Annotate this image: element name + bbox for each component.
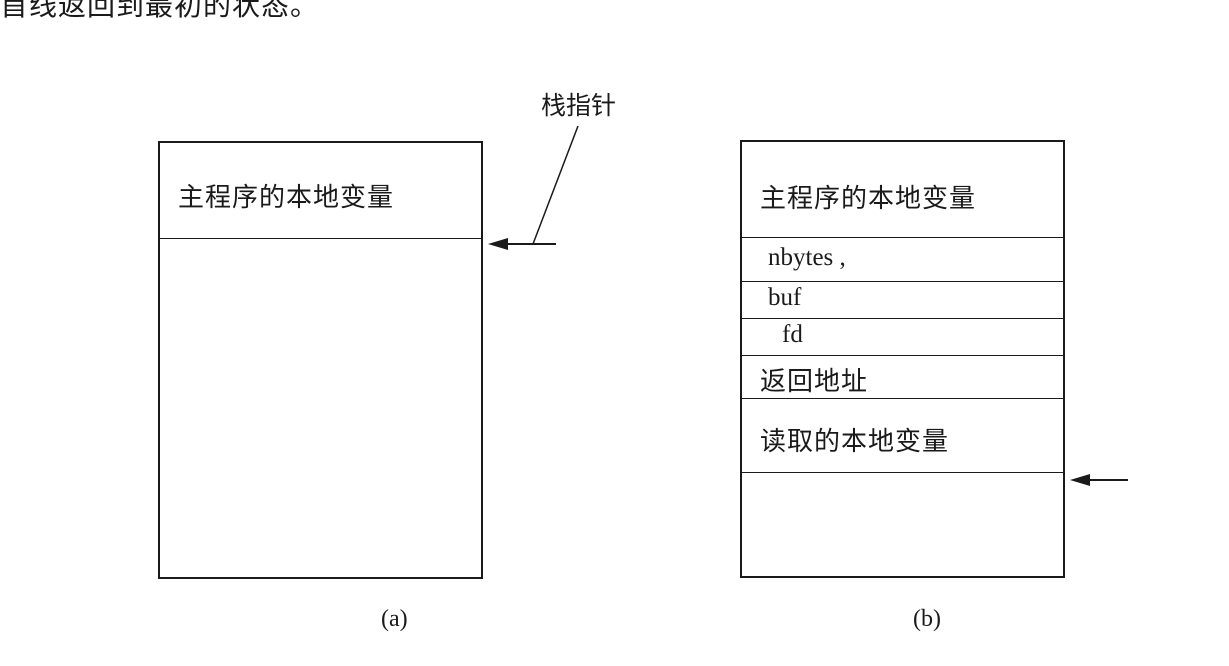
leader-line	[532, 125, 579, 245]
stack-frame-label: buf	[768, 284, 802, 311]
stack-frame-main-locals-b: 主程序的本地变量	[742, 142, 1063, 238]
stack-frame-label: 返回地址	[760, 367, 869, 397]
stack-frame-label: 主程序的本地变量	[178, 183, 395, 213]
panel-label-a: (a)	[381, 606, 408, 632]
stack-frame-buf: buf	[742, 282, 1063, 319]
stack-frame-return-address: 返回地址	[742, 356, 1063, 399]
stack-pointer-label: 栈指针	[541, 91, 617, 120]
stack-frame-fd: fd	[742, 319, 1063, 356]
stack-frame-main-locals-a: 主程序的本地变量	[160, 143, 481, 239]
stack-pointer-arrow-a-head	[488, 238, 508, 250]
caption-fragment: 首线返回到最初的状态。	[0, 0, 320, 22]
stack-frame-read-locals: 读取的本地变量	[742, 399, 1063, 473]
stack-pointer-arrow-b-head	[1070, 474, 1090, 486]
stack-frame-nbytes: nbytes ,	[742, 238, 1063, 282]
stack-frame-label: fd	[782, 321, 803, 348]
stack-box-b: 主程序的本地变量 nbytes , buf fd 返回地址 读取的本地变量	[740, 140, 1065, 578]
stack-box-a: 主程序的本地变量	[158, 141, 483, 579]
stack-frame-label: 读取的本地变量	[760, 427, 950, 457]
stack-frame-label: nbytes ,	[768, 244, 846, 271]
stack-frame-label: 主程序的本地变量	[760, 184, 977, 214]
panel-label-b: (b)	[913, 606, 941, 632]
